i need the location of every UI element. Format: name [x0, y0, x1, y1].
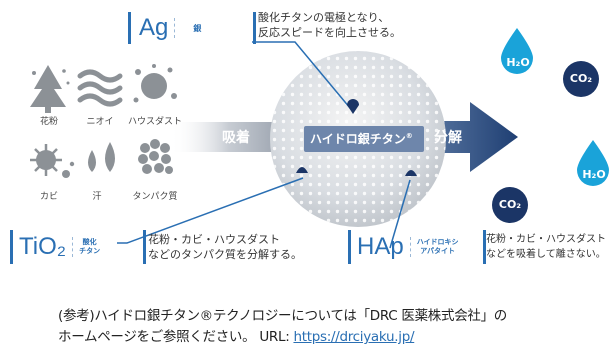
sweat-drops-icon	[88, 142, 115, 172]
pollen-tree-icon	[30, 65, 70, 113]
ag-callout: Ag 銀	[128, 12, 256, 44]
ag-description: 酸化チタンの電極となり、 反応スピードを向上させる。	[258, 10, 458, 40]
ag-subtitle: 銀	[193, 23, 202, 33]
tio2-symbol: TiO₂	[19, 233, 67, 260]
center-label: ハイドロ銀チタン®	[310, 130, 413, 147]
tio2-desc-line2: などのタンパク質を分解する。	[148, 248, 302, 261]
tio2-callout: TiO₂ 酸化 チタン	[10, 230, 146, 264]
tio2-sub-line2: チタン	[79, 247, 101, 255]
h2o-label-top: H₂O	[506, 56, 530, 69]
hap-desc-line1: 花粉・カビ・ハウスダスト	[486, 234, 606, 245]
ag-leader-line	[252, 41, 351, 109]
footer-line1: (参考)ハイドロ銀チタン®テクノロジーについては「DRC 医薬株式会社」の	[58, 308, 507, 324]
hap-symbol: HAp	[357, 233, 404, 260]
label-pollen: 花粉	[39, 117, 58, 127]
footer-line2: ホームページをご参照ください。 URL: https://drciyaku.jp…	[58, 327, 610, 348]
ag-desc-line2: 反応スピードを向上させる。	[258, 26, 401, 39]
center-label-text: ハイドロ銀チタン	[310, 132, 406, 146]
hap-desc-line2: などを吸着して離さない。	[486, 249, 606, 260]
center-label-bg	[304, 126, 424, 152]
label-sweat: 汗	[92, 192, 102, 202]
odor-waves-icon	[77, 69, 123, 107]
adsorb-label: 吸着	[222, 130, 250, 146]
registered-mark: ®	[405, 132, 413, 140]
tio2-description: 花粉・カビ・ハウスダスト などのタンパク質を分解する。	[148, 232, 338, 262]
h2o-drop-icon-top	[501, 28, 533, 74]
tio2-subtitle: 酸化 チタン	[79, 238, 100, 256]
footer-note: (参考)ハイドロ銀チタン®テクノロジーについては「DRC 医薬株式会社」の ホー…	[58, 306, 610, 348]
ag-pin-icon	[347, 99, 359, 114]
co2-circle-icon-bottom	[492, 187, 528, 223]
co2-label-bottom: CO₂	[498, 198, 522, 211]
hap-leader-line	[389, 179, 411, 249]
hap-sub-line1: ハイドロキシ	[416, 238, 459, 246]
tio2-sub-line1: 酸化	[82, 238, 97, 246]
hap-subtitle: ハイドロキシ アパタイト	[417, 238, 459, 256]
label-protein: タンパク質	[132, 192, 178, 202]
label-house-dust: ハウスダスト	[127, 117, 182, 127]
mold-icon	[30, 144, 75, 178]
adsorb-arrow	[170, 122, 300, 152]
ag-symbol: Ag	[139, 14, 169, 41]
hap-pin-icon	[405, 170, 417, 176]
ag-desc-line1: 酸化チタンの電極となり、	[258, 11, 390, 24]
tio2-desc-line1: 花粉・カビ・ハウスダスト	[148, 233, 280, 246]
tio2-leader-line	[117, 177, 304, 244]
hap-callout: HAp ハイドロキシ アパタイト	[348, 230, 486, 264]
h2o-drop-icon-bottom	[577, 140, 609, 186]
hap-sub-line2: アパタイト	[420, 247, 456, 255]
footer-line2-text: ホームページをご参照ください。 URL:	[58, 329, 290, 345]
label-mold: カビ	[39, 192, 58, 202]
house-dust-icon	[133, 64, 177, 103]
h2o-label-bottom: H₂O	[582, 168, 606, 181]
co2-label-top: CO₂	[569, 72, 593, 85]
decompose-label: 分解	[434, 130, 462, 146]
tio2-pin-icon	[296, 167, 308, 173]
protein-icon	[138, 139, 173, 174]
hap-description: 花粉・カビ・ハウスダスト などを吸着して離さない。	[486, 232, 612, 262]
label-odor: ニオイ	[86, 117, 114, 127]
drc-url-link[interactable]: https://drciyaku.jp/	[293, 329, 415, 345]
decompose-arrow	[395, 102, 518, 172]
co2-circle-icon-top	[563, 61, 599, 97]
